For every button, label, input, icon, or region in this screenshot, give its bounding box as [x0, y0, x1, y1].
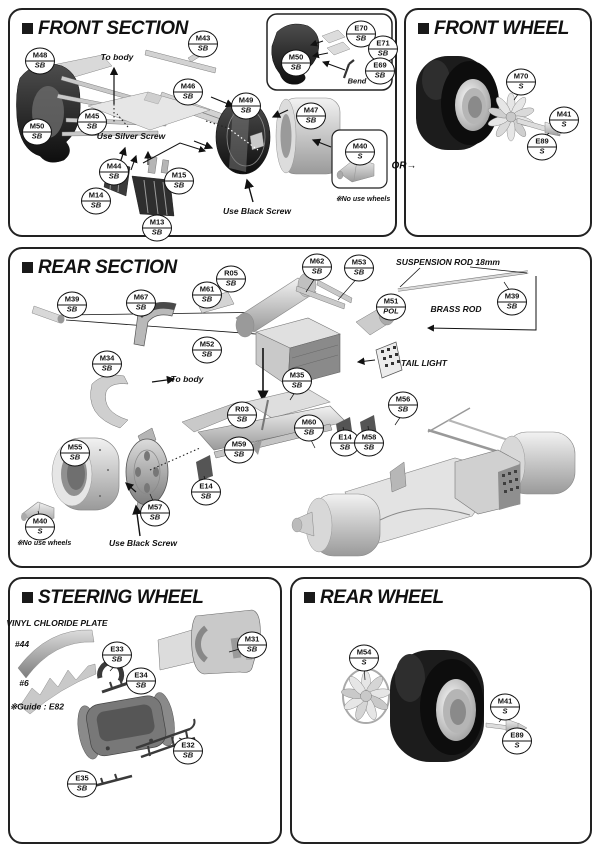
- panel-title-text: REAR WHEEL: [320, 587, 444, 608]
- panel-title: STEERING WHEEL: [22, 587, 204, 609]
- section-bullet-icon: [22, 592, 33, 603]
- panel-front-section: FRONT SECTION: [8, 8, 397, 237]
- section-bullet-icon: [22, 262, 33, 273]
- panel-rear-wheel: REAR WHEEL: [290, 577, 592, 844]
- panel-title: REAR WHEEL: [304, 587, 444, 609]
- panel-title-text: FRONT SECTION: [38, 18, 188, 39]
- panel-title: FRONT WHEEL: [418, 18, 569, 40]
- panel-steering-wheel: STEERING WHEEL: [8, 577, 282, 844]
- section-bullet-icon: [22, 23, 33, 34]
- panel-title-text: REAR SECTION: [38, 257, 177, 278]
- section-bullet-icon: [304, 592, 315, 603]
- panel-rear-section: REAR SECTION: [8, 247, 592, 568]
- panel-title: FRONT SECTION: [22, 18, 188, 40]
- panel-title-text: FRONT WHEEL: [434, 18, 569, 39]
- section-bullet-icon: [418, 23, 429, 34]
- panel-title: REAR SECTION: [22, 257, 177, 279]
- panel-title-text: STEERING WHEEL: [38, 587, 204, 608]
- panel-front-wheel: FRONT WHEEL: [404, 8, 592, 237]
